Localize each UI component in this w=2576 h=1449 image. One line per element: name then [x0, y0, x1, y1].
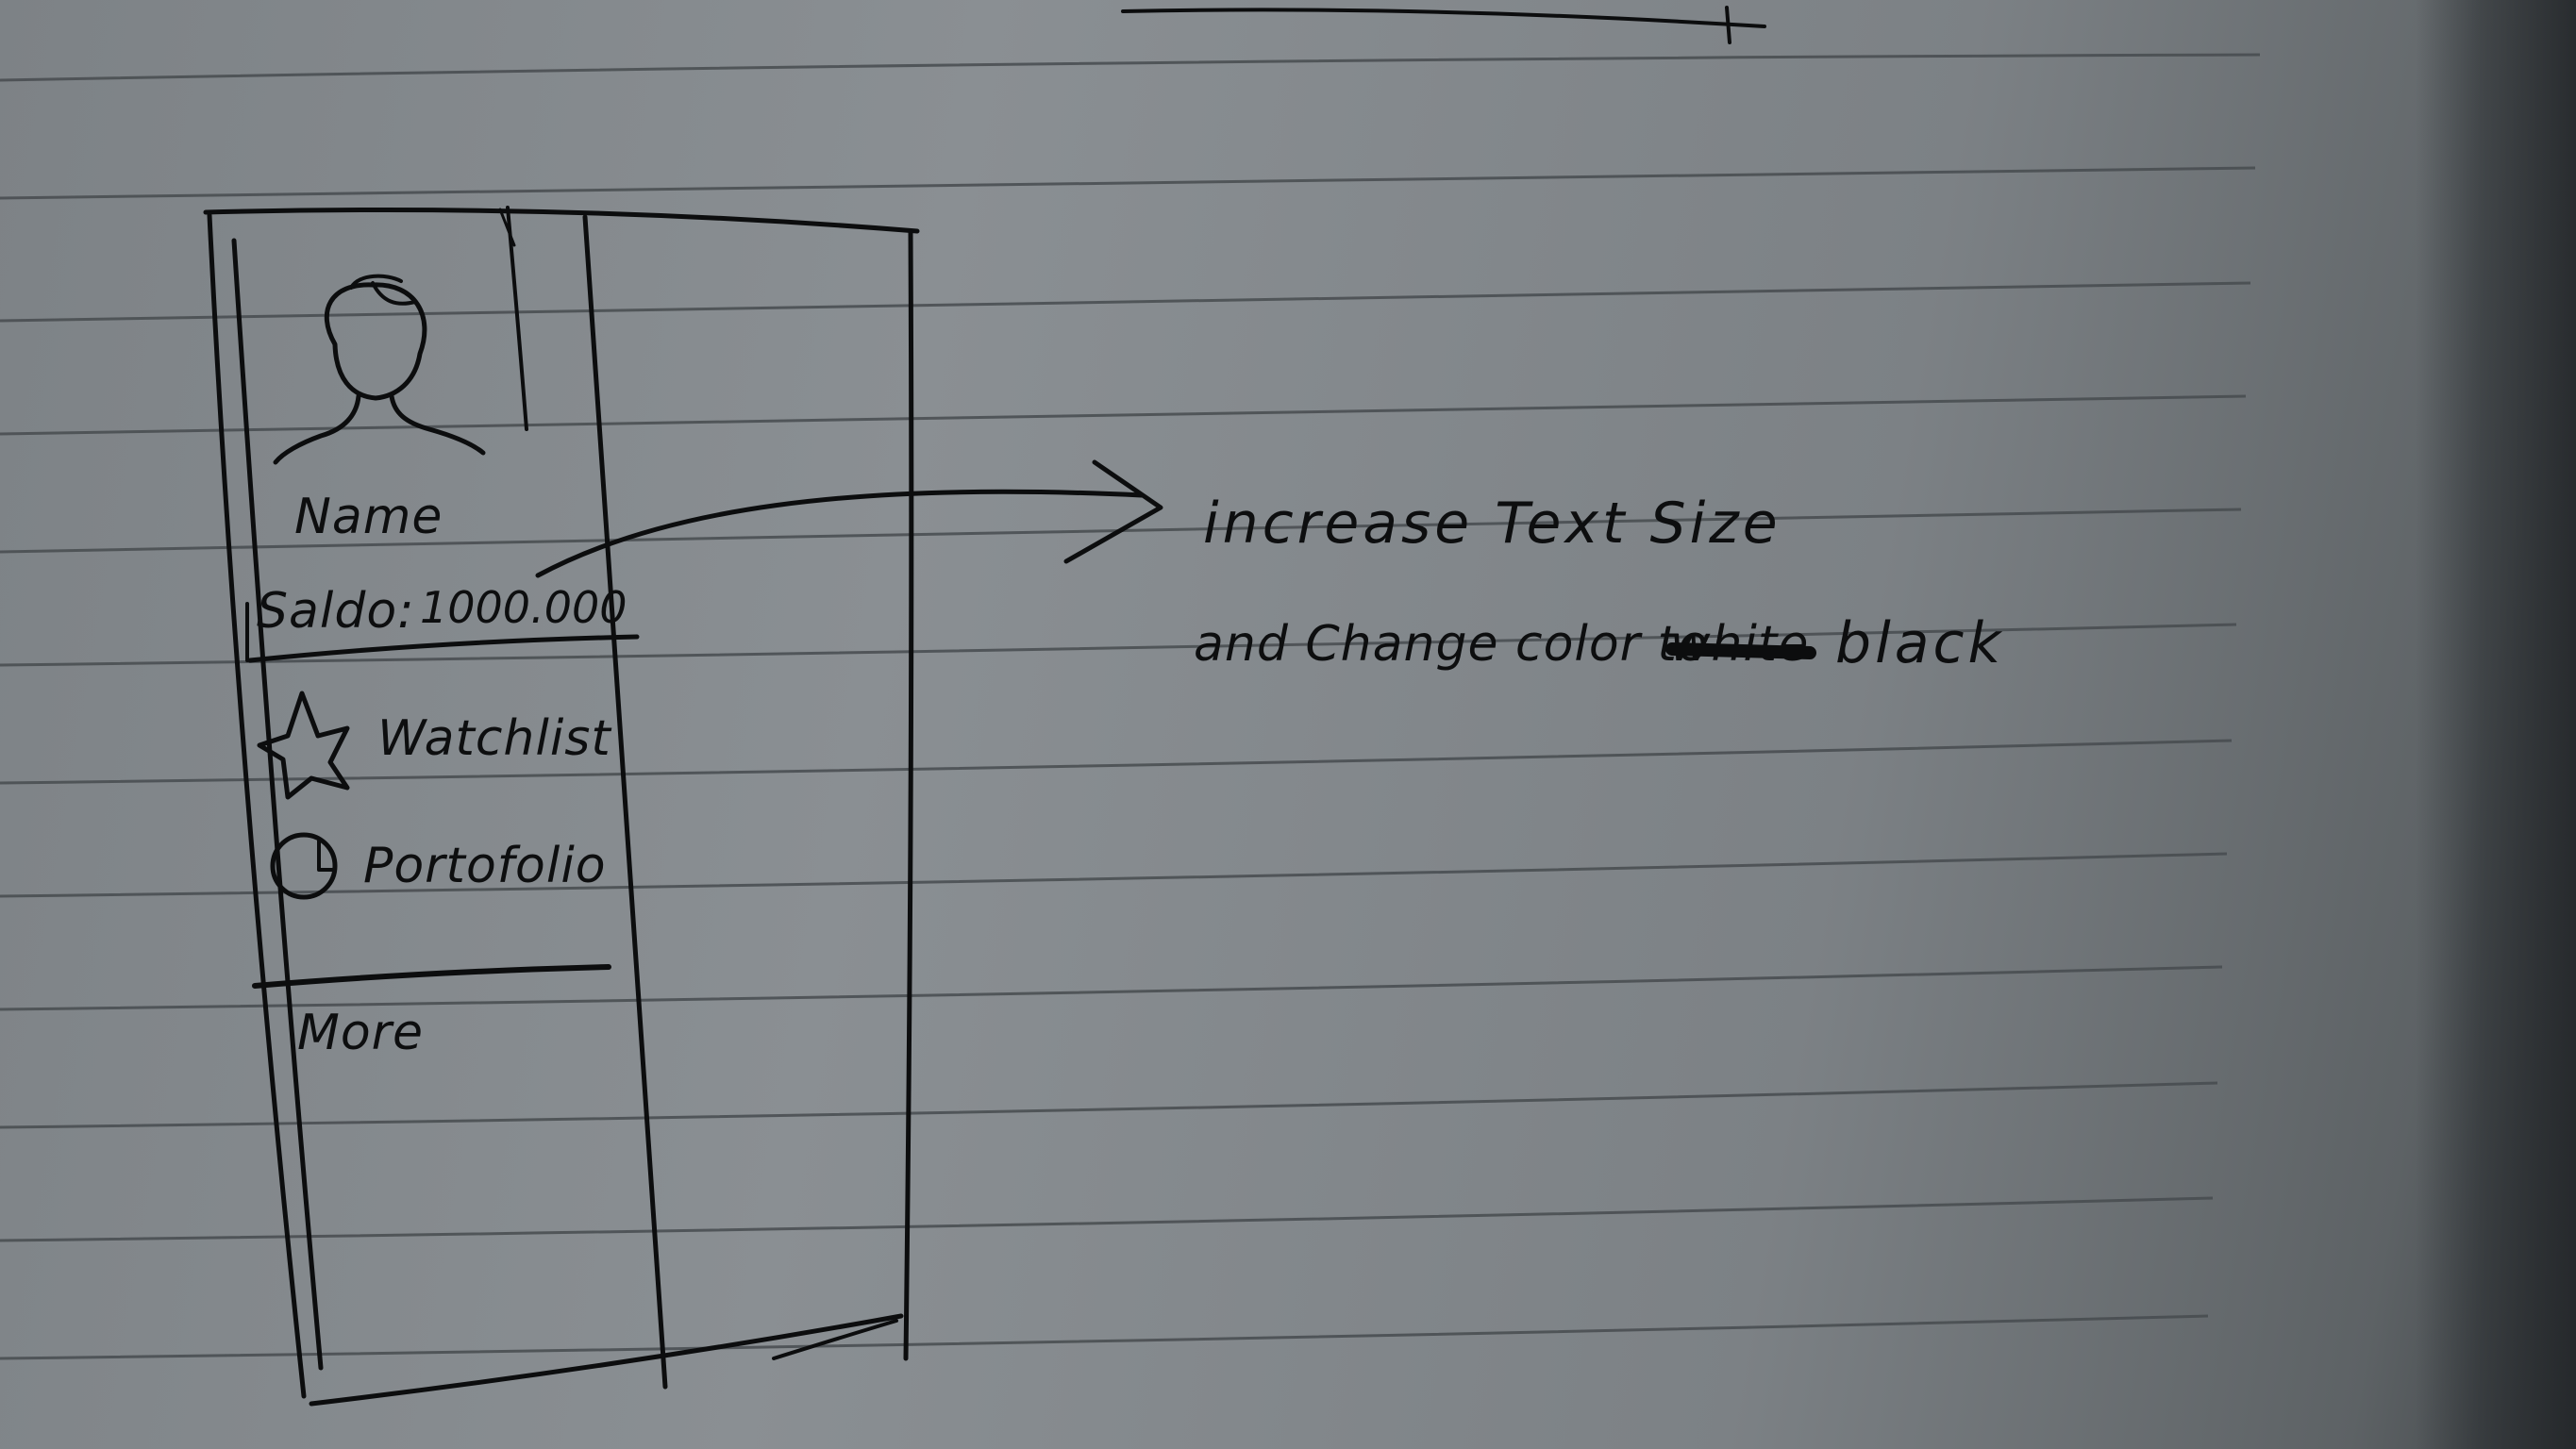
- annotation-strikethrough: [1665, 642, 1816, 659]
- avatar-icon: [273, 274, 486, 465]
- annotation-line-2-suffix: black: [1835, 610, 2004, 676]
- profile-name-label: Name: [294, 489, 443, 545]
- balance-value: 1000.000: [420, 582, 627, 633]
- balance-label: Saldo:: [257, 583, 415, 640]
- top-remnant-tick: [1725, 6, 1731, 44]
- more-label[interactable]: More: [297, 1005, 424, 1061]
- menu-divider: [252, 964, 611, 989]
- annotation-line-2-prefix: and Change color to: [1194, 616, 1709, 673]
- menu-item-portofolio[interactable]: Portofolio: [270, 832, 607, 900]
- phone-frame: [203, 208, 920, 1407]
- clock-icon: [270, 832, 338, 900]
- watchlist-label: Watchlist: [377, 710, 611, 767]
- top-remnant-mark: [1121, 8, 1766, 28]
- annotation-arrow: [535, 459, 1163, 578]
- star-icon: [257, 691, 350, 800]
- page-edge-shadow: [2416, 0, 2576, 1449]
- side-drawer: [231, 206, 668, 1390]
- ruled-lines: [0, 53, 2261, 1360]
- balance-divider: [247, 634, 640, 663]
- annotation-note: increase Text Size and Change color to w…: [1194, 491, 2004, 676]
- portofolio-label: Portofolio: [363, 838, 607, 894]
- annotation-line-1: increase Text Size: [1203, 491, 1781, 557]
- menu-item-watchlist[interactable]: Watchlist: [257, 691, 611, 800]
